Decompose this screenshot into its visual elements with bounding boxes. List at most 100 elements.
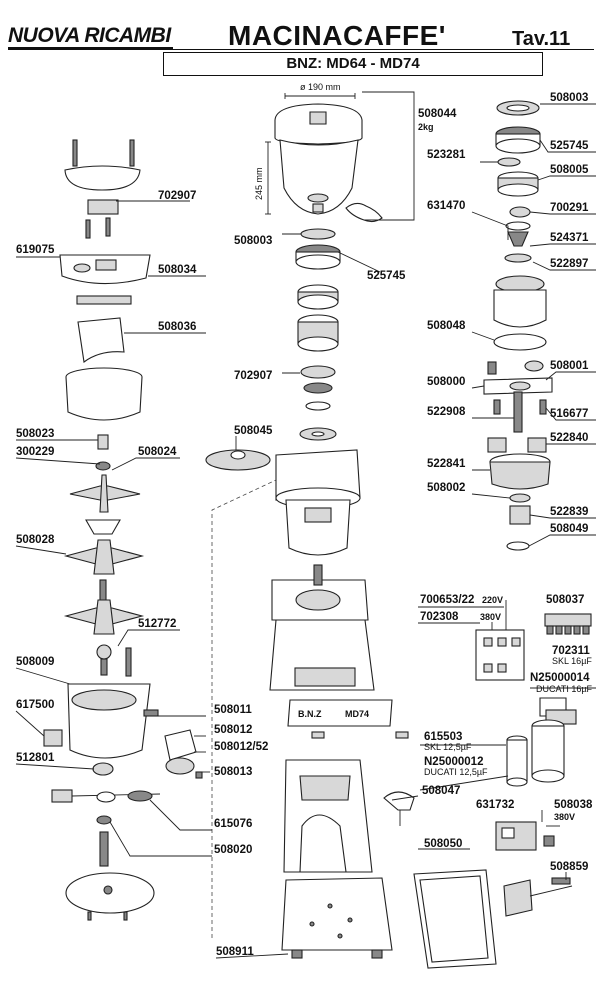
lid-part [64,139,141,191]
part-number-label: 702311 [552,645,590,657]
lower-burr-part [299,427,337,441]
header-rule [8,49,594,50]
page-title: MACINACAFFE' [228,20,446,51]
shaft-part [99,831,109,867]
part-number-label: 508005 [550,164,589,176]
hopper-part: ø 190 mm 245 mm [254,82,383,223]
part-number-label: 508050 [424,838,462,850]
part-number-label: 615503 [424,731,462,743]
ring-gear-part [489,453,551,490]
part-note-label: 220V [482,595,503,605]
part-number-label: 524371 [550,232,589,244]
relay-part [495,821,537,851]
pinion-part [509,505,531,525]
part-note-label: 380V [554,812,575,822]
part-number-label: 508911 [216,946,254,958]
part-number-label: 631470 [427,200,465,212]
part-number-label: 508000 [427,376,465,388]
spacer-part [97,434,109,450]
part-note-label: 2kg [418,122,434,132]
part-number-label: 508013 [214,766,252,778]
part-number-label: 508003 [234,235,272,247]
model-plate-brand: B.N.Z [298,709,322,719]
seal-part [506,541,530,551]
frame-panel-part [413,869,497,969]
part-number-label: 522897 [550,258,588,270]
part-number-label: 516677 [550,408,588,420]
capacitor-large-part [531,697,577,783]
part-number-label: 525745 [550,140,589,152]
part-number-label: 700653/22 [420,594,474,606]
start-switch-part [503,877,573,917]
part-number-label: 508028 [16,534,55,546]
part-number-label: 508012 [214,724,252,736]
part-number-label: 508034 [158,264,197,276]
ratchet-part [92,762,114,776]
part-number-label: 508859 [550,861,588,873]
clutch-part [483,360,553,433]
capacitor-small-part [506,735,528,787]
burr-carrier-part [497,171,539,197]
part-number-label: N25000014 [530,672,590,684]
screw-part [395,731,409,739]
adjust-ring-part [297,284,339,310]
lever-arm-part [51,789,161,803]
doser-body-part [275,449,361,556]
part-number-label: 508012/52 [214,741,268,753]
doser-lid-part [205,449,271,471]
tray-part [65,872,155,921]
table-number: Tav.11 [512,28,571,50]
bracket-part [383,791,415,811]
hopper-height-label: 245 mm [254,167,264,200]
base-plate-part [281,877,393,959]
part-labels: 508044 2kg 508003 525745 702907 508045 7… [16,92,593,958]
fork-part [43,683,159,759]
lever-part [164,729,203,779]
gasket-part [493,333,547,351]
model-plate-model: MD74 [345,709,369,719]
nut-part [95,461,111,471]
spring-part [99,579,107,603]
part-number-label: 508001 [550,360,589,372]
terminal-block-part [544,613,592,635]
ring-part [497,157,521,167]
spring-part [509,206,531,218]
part-number-label: 508045 [234,425,273,437]
part-number-label: 522908 [427,406,466,418]
part-number-label: 508003 [550,92,588,104]
hopper-collar-part [295,244,341,270]
part-number-label: 508036 [158,321,196,333]
gasket-part [300,228,336,240]
gear-part [487,437,547,453]
part-number-label: 702907 [158,190,196,202]
part-number-label: 300229 [16,446,54,458]
burr-holder-part [297,314,339,352]
fuse-part [543,835,555,847]
bearing-part [509,493,531,503]
grinder-chamber-part [493,275,547,328]
lower-star-part [63,599,145,635]
part-number-label: 702308 [420,611,459,623]
seal-part [504,253,532,263]
part-number-label: 615076 [214,818,252,830]
hopper-diameter-label: ø 190 mm [300,82,341,92]
switch-block-part [85,199,119,239]
part-number-label: 508049 [550,523,588,535]
upper-star-part [69,474,141,513]
part-number-label: 512801 [16,752,55,764]
washer-part [96,815,112,825]
part-number-label: 522841 [427,458,466,470]
part-number-label: 508002 [427,482,465,494]
part-number-label: 508048 [427,320,466,332]
part-number-label: 508023 [16,428,54,440]
part-number-label: 631732 [476,799,514,811]
part-number-label: 508020 [214,844,252,856]
part-note-label: SKL 12,5µF [424,742,472,752]
vane-part [85,519,121,535]
model-box: BNZ: MD64 - MD74 [163,52,543,76]
doser-cover-part [59,254,151,285]
part-number-label: 700291 [550,202,589,214]
part-number-label: 508011 [214,704,252,716]
screw-part [311,731,325,739]
